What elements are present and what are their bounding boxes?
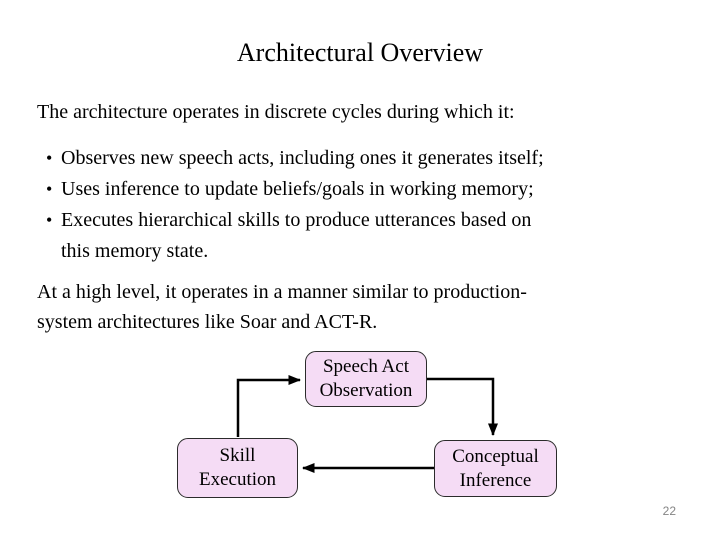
slide-title: Architectural Overview <box>236 38 484 67</box>
bullet-icon: • <box>46 179 53 199</box>
bullet-icon: • <box>46 148 53 168</box>
bullet-text: Uses inference to update beliefs/goals i… <box>61 178 534 200</box>
list-item: • Executes hierarchical skills to produc… <box>46 205 626 267</box>
node-skill-execution: Skill Execution <box>177 438 298 498</box>
bullet-list: • Observes new speech acts, including on… <box>46 143 626 267</box>
list-item: • Uses inference to update beliefs/goals… <box>46 174 626 205</box>
node-conceptual-inference: Conceptual Inference <box>434 440 557 497</box>
arrow-skill-to-speech <box>236 375 302 437</box>
page-number: 22 <box>662 504 676 518</box>
arrow-speech-to-conceptual <box>426 377 498 437</box>
summary-paragraph: At a high level, it operates in a manner… <box>37 281 527 333</box>
bullet-text: Executes hierarchical skills to produce … <box>61 209 532 262</box>
intro-text: The architecture operates in discrete cy… <box>37 101 515 123</box>
bullet-icon: • <box>46 210 53 230</box>
bullet-text: Observes new speech acts, including ones… <box>61 147 544 169</box>
list-item: • Observes new speech acts, including on… <box>46 143 626 174</box>
node-speech-act-observation: Speech Act Observation <box>305 351 427 407</box>
